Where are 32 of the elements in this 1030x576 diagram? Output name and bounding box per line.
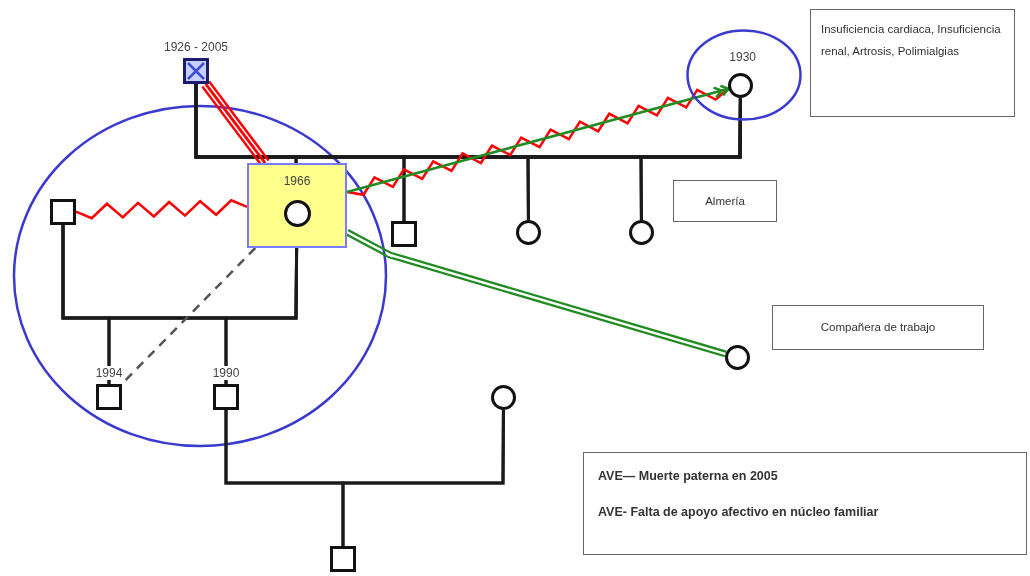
note-text: Insuficiencia cardiaca, Insuficiencia renal, Artrosis, Polimialgias [821,22,1002,59]
person-circle [284,200,311,227]
connector-line [639,98,742,220]
note-box [810,9,1015,117]
note-text: AVE- Falta de apoyo afectivo en núcleo familiar [598,504,880,521]
person-square [96,384,122,410]
note-text: Almería [704,194,746,209]
note-box [772,305,984,350]
person-circle [725,345,750,370]
person-circle [728,73,753,98]
zigzag-line [75,198,248,220]
person-circle [629,220,654,245]
highlight-box [247,163,347,248]
person-circle [491,385,516,410]
person-circle [516,220,541,245]
circled-person-group [686,29,802,121]
connector-line [341,410,505,546]
deceased-person-square [183,58,209,84]
note-box [583,452,1027,555]
person-square [330,546,356,572]
person-square [213,384,239,410]
note-text: AVE— Muerte paterna en 2005 [598,468,779,485]
year-label: 1930 [729,50,756,64]
year-label: 1994 [95,366,123,380]
person-square [391,221,417,247]
connector-line [224,248,299,384]
year-label: 1966 [283,174,311,188]
year-label: 1926 - 2005 [163,40,229,54]
note-box [673,180,777,222]
year-label: 1990 [212,366,240,380]
person-square [50,199,76,225]
note-text: Compañera de trabajo [819,320,937,335]
